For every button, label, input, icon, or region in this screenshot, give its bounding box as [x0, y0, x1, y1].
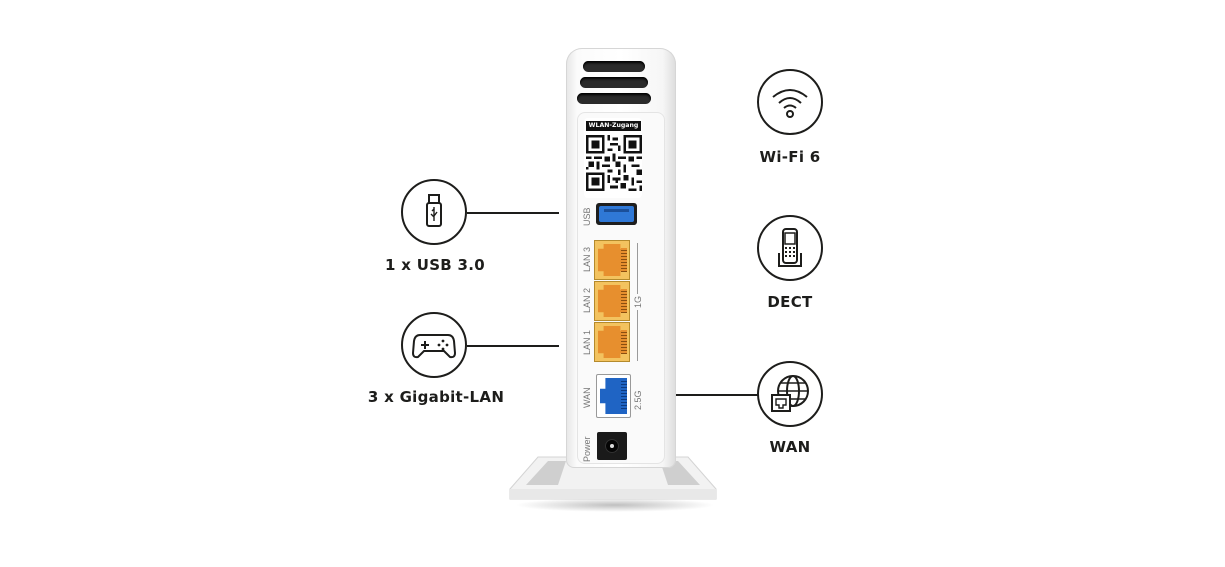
usb-feature-label: 1 x USB 3.0 — [384, 256, 486, 274]
vent-slot — [580, 77, 648, 88]
lan2-port[interactable] — [594, 281, 630, 321]
lan1-port[interactable] — [594, 322, 630, 362]
dect-feature-circle — [757, 215, 823, 281]
lan2-port-label: LAN 2 — [582, 287, 592, 313]
power-port[interactable] — [597, 432, 627, 460]
wifi-feature-label: Wi-Fi 6 — [759, 148, 821, 166]
lan3-port[interactable] — [594, 240, 630, 280]
qr-label: WLAN-Zugang — [586, 121, 641, 131]
dect-phone-icon — [778, 228, 802, 267]
lan-connector-line — [467, 345, 559, 347]
wifi-feature-circle — [757, 69, 823, 135]
wan-feature-label: WAN — [769, 438, 811, 456]
vent-slot — [583, 61, 645, 72]
wan-feature-circle — [757, 361, 823, 427]
usb-feature-circle — [401, 179, 467, 245]
wan-connector-line — [667, 394, 759, 396]
globe-ethernet-icon — [771, 375, 809, 412]
lan1-port-label: LAN 1 — [582, 329, 592, 355]
usb-stick-icon — [426, 194, 442, 227]
lan-feature-circle — [401, 312, 467, 378]
vent-slot — [577, 93, 651, 104]
wan-speed-label: 2.5G — [633, 390, 643, 410]
usb-port[interactable] — [596, 203, 637, 225]
power-port-label: Power — [582, 436, 592, 462]
gamepad-icon — [412, 334, 456, 359]
router-shadow — [515, 498, 715, 512]
dect-feature-label: DECT — [767, 293, 813, 311]
usb-port-label: USB — [582, 207, 592, 226]
wan-port-label: WAN — [582, 387, 592, 408]
wan-port[interactable] — [596, 374, 631, 418]
usb-connector-line — [467, 212, 559, 214]
lan3-port-label: LAN 3 — [582, 246, 592, 272]
wlan-qr-code[interactable] — [586, 135, 642, 191]
lan-speed-label: 1G — [633, 293, 643, 310]
lan-feature-label: 3 x Gigabit-LAN — [367, 388, 505, 406]
wifi-icon — [772, 89, 808, 118]
